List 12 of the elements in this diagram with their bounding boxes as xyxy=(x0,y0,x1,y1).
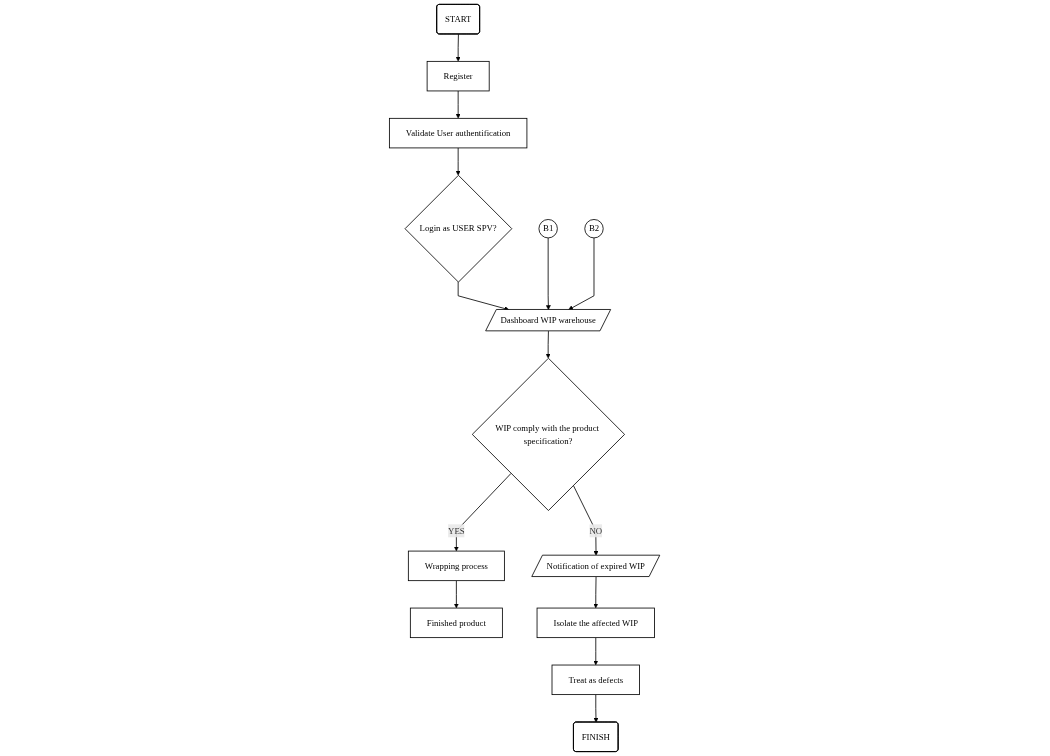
node-box: Wrapping process xyxy=(408,550,506,582)
node-circle: B1 xyxy=(538,219,559,239)
node-circle: B2 xyxy=(584,219,605,239)
node-diamond: WIP comply with the product specification? xyxy=(472,357,626,511)
node-box: Isolate the affected WIP xyxy=(537,607,656,639)
node-box: Finished product xyxy=(410,607,504,639)
node-box: Register xyxy=(427,60,490,92)
edge-label: NO xyxy=(589,525,603,536)
node-diamond: Login as USER SPV? xyxy=(405,174,513,283)
node-box: Validate User authentification xyxy=(389,117,528,149)
node-box: Treat as defects xyxy=(552,664,641,696)
edge-label: YES xyxy=(448,525,466,536)
